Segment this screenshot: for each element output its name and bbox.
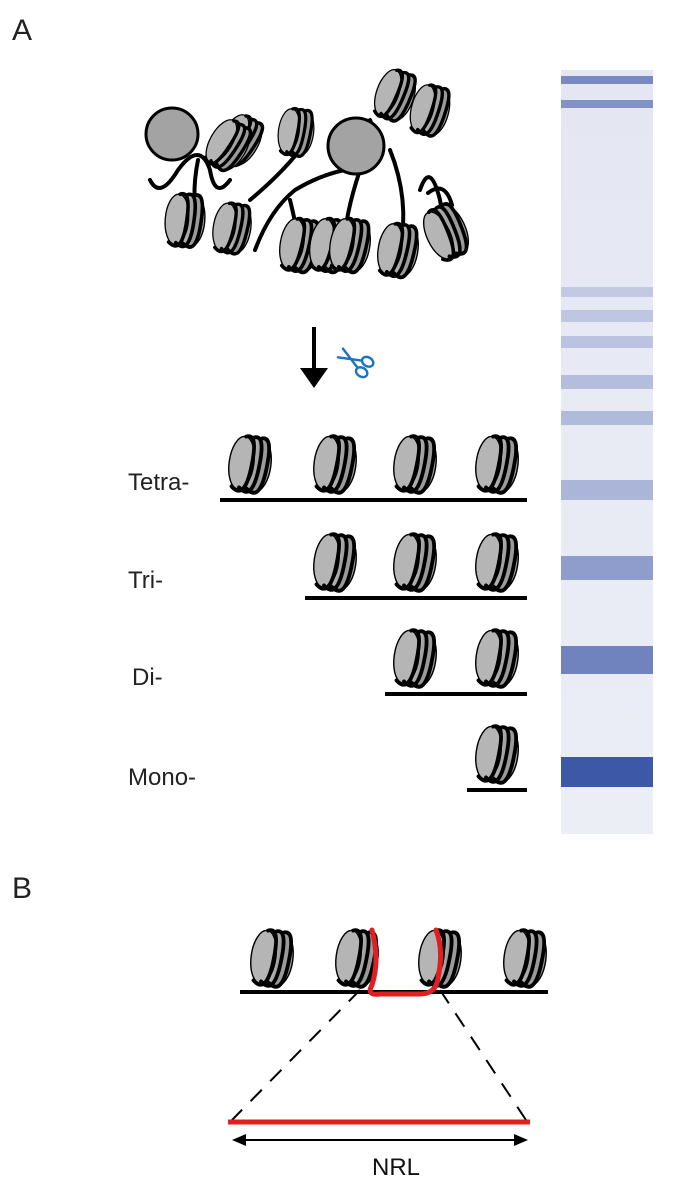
gel-band [561,411,653,425]
nucleosome [164,191,206,249]
nucleosome [212,201,252,256]
nucleosome [475,724,519,785]
nucleosome [313,434,357,495]
nucleosome [329,216,371,275]
nucleosome [277,106,315,158]
gel-band [561,757,653,787]
nucleosome [377,221,419,280]
nucleosome [393,532,437,593]
fiber-dna [253,168,347,252]
nucleosome [203,119,253,173]
nrl-double-arrow [232,1134,528,1146]
nucleosome [503,928,547,989]
fragment-row-mono [467,724,527,792]
nucleosome [228,434,272,495]
fiber-dna [426,186,454,207]
fragment-row-tetra [220,434,527,502]
fragment-ladder [220,434,527,792]
scissors-icon [336,347,375,379]
nucleosome [372,68,417,123]
gel-band [561,100,653,108]
digestion-arrow [300,327,328,388]
gel-band [561,375,653,389]
nucleosome [409,83,451,138]
projection-lines [231,989,527,1121]
linker-histone [326,116,386,176]
nucleosome [475,628,519,689]
fiber-dna [148,153,232,190]
gel-band [561,76,653,84]
gel-band [561,480,653,500]
fragment-row-tri [305,532,527,600]
gel-lane [561,70,653,834]
highlighted-linker [367,927,444,997]
fragment-label-tetra: Tetra- [128,469,189,496]
nucleosome [313,532,357,593]
gel-band [561,287,653,297]
gel-background [561,70,653,834]
chromatin-fiber [144,68,470,280]
nucleosome [475,434,519,495]
fragment-row-di [385,628,527,696]
panel-a-label: A [12,14,32,47]
nrl-label: NRL [372,1154,420,1181]
nrl-diagram [240,927,548,997]
nucleosome [393,434,437,495]
nucleosome [250,928,294,989]
gel-band [561,310,653,322]
fragment-label-mono: Mono- [128,764,196,791]
linker-histone [144,106,200,162]
fragment-label-di: Di- [132,664,163,691]
nucleosome [335,928,379,989]
gel-band [561,336,653,348]
gel-band [561,646,653,674]
nucleosome [393,628,437,689]
gel-band [561,556,653,580]
fragment-label-tri: Tri- [128,567,163,594]
nucleosome [422,202,470,262]
nucleosome [475,532,519,593]
panel-b-label: B [12,872,32,905]
